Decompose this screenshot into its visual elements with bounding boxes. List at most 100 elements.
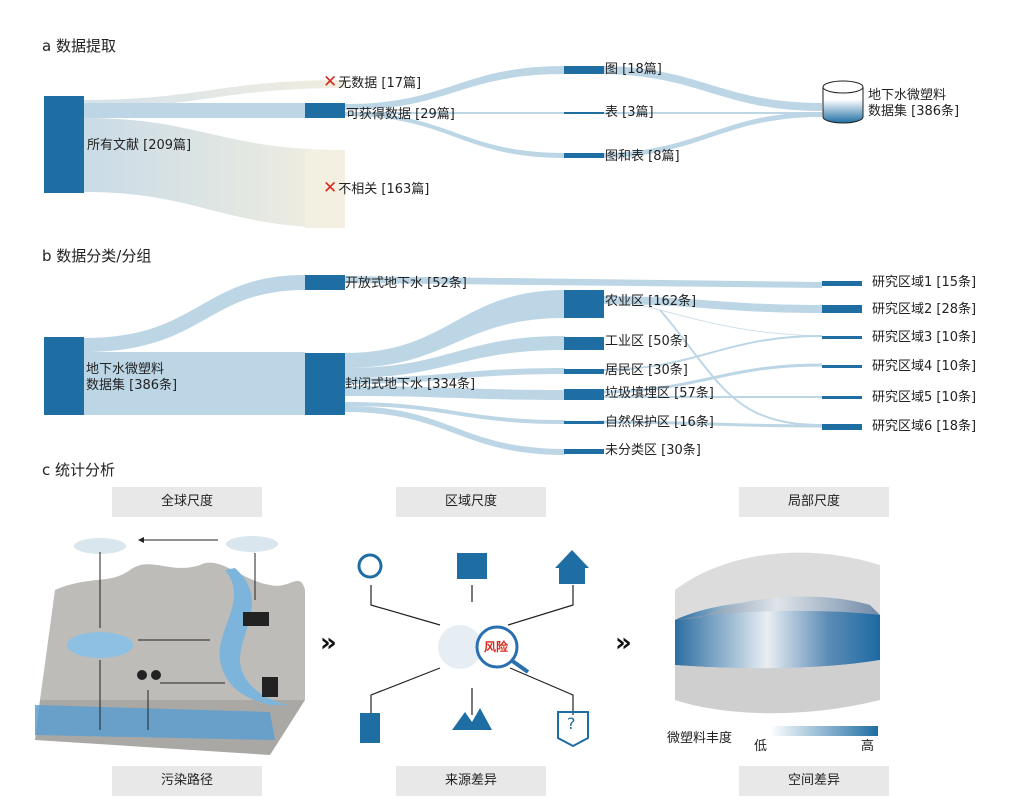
node-study-area-3 (822, 336, 862, 339)
dataset-b-line2: 数据集 [386条] (86, 378, 178, 393)
no-data-text: 无数据 [17篇] (338, 76, 422, 91)
node-study-area-4 (822, 365, 862, 368)
regional-source-arrows (370, 585, 574, 715)
global-scale-label: 全球尺度 (112, 487, 262, 517)
source-icons (357, 550, 589, 748)
database-icon (822, 80, 864, 124)
node-figure-and-table (564, 153, 604, 158)
question-mark-glyph: ? (567, 714, 576, 733)
flow-closed (84, 352, 305, 415)
label-landfill: 垃圾填埋区 [57条] (605, 386, 714, 401)
label-study-area-4: 研究区域4 [10条] (872, 359, 977, 374)
flow-closed-ind (345, 336, 565, 378)
factory-icon (243, 612, 269, 626)
abundance-legend-bar (770, 726, 878, 736)
agriculture-icon (357, 553, 383, 579)
node-dataset (44, 337, 84, 415)
label-study-area-5: 研究区域5 [10条] (872, 390, 977, 405)
flow-available (84, 103, 305, 118)
node-table (564, 112, 604, 114)
node-unclassified (564, 449, 604, 454)
node-residential (564, 369, 604, 374)
flow-land-area4 (597, 363, 823, 394)
irrelevant-text: 不相关 [163篇] (338, 182, 430, 197)
label-irrelevant: ✕不相关 [163篇] (323, 180, 429, 198)
flow-agri-area6 (659, 309, 823, 426)
flows-a (84, 66, 822, 228)
label-dataset-b: 地下水微塑料数据集 [386条] (86, 362, 177, 394)
global-pollution-illustration (35, 536, 305, 755)
spatial-difference-caption: 空间差异 (739, 766, 889, 796)
dataset-a-line1: 地下水微塑料 (868, 88, 947, 103)
chevron-right-icon: » (320, 628, 337, 658)
risk-label: 风险 (484, 640, 509, 654)
section-a-title: a 数据提取 (42, 37, 116, 55)
cloud-icon (74, 538, 126, 554)
flows-b (84, 275, 823, 455)
trash-icon (360, 713, 380, 743)
node-open-groundwater (305, 275, 345, 290)
excluded-box-irrelevant (305, 150, 345, 228)
label-agricultural: 农业区 [162条] (605, 294, 697, 309)
legend-low: 低 (754, 739, 768, 754)
node-figure (564, 66, 604, 74)
node-study-area-6 (822, 424, 862, 430)
label-open-groundwater: 开放式地下水 [52条] (345, 276, 467, 291)
label-unclassified: 未分类区 [30条] (605, 443, 701, 458)
node-study-area-5 (822, 396, 862, 399)
chevron-right-icon: » (615, 628, 632, 658)
node-available-data (305, 103, 345, 118)
flow-irrelevant (84, 118, 345, 228)
flow-figtab-out (598, 112, 822, 158)
flow-fig-table (345, 112, 565, 158)
building-icon (262, 677, 278, 697)
flow-agri-area2 (598, 296, 822, 313)
label-all-literature: 所有文献 [209篇] (87, 138, 192, 153)
label-no-data: ✕无数据 [17篇] (323, 74, 421, 92)
local-scale-label: 局部尺度 (739, 487, 889, 517)
people-icon (137, 670, 147, 680)
label-figure: 图 [18篇] (605, 62, 662, 77)
label-closed-groundwater: 封闭式地下水 [334条] (345, 377, 476, 392)
flow-no-data (84, 80, 345, 108)
section-c-title: c 统计分析 (42, 461, 116, 479)
node-industrial (564, 337, 604, 350)
label-figure-and-table: 图和表 [8篇] (605, 149, 680, 164)
unknown-source-icon (557, 711, 589, 748)
regional-scale-label: 区域尺度 (396, 487, 546, 517)
excluded-x-icon: ✕ (323, 72, 338, 92)
label-study-area-3: 研究区域3 [10条] (872, 330, 977, 345)
flow-closed-land (345, 386, 565, 400)
microplastic-risk-icon (438, 625, 530, 674)
node-closed-groundwater (305, 353, 345, 415)
source-difference-caption: 来源差异 (396, 766, 546, 796)
excluded-x-icon: ✕ (323, 178, 338, 198)
flow-nat-area6 (597, 420, 823, 428)
node-study-area-1 (822, 281, 862, 286)
node-landfill (564, 389, 604, 400)
label-study-area-2: 研究区域2 [28条] (872, 302, 977, 317)
label-study-area-1: 研究区域1 [15条] (872, 275, 977, 290)
pollution-path-caption: 污染路径 (112, 766, 262, 796)
label-table: 表 [3篇] (605, 105, 654, 120)
flow-fig-out (598, 66, 822, 111)
node-study-area-2 (822, 305, 862, 313)
node-nature-reserve (564, 421, 604, 424)
legend-title: 微塑料丰度 (667, 731, 733, 746)
section-b-title: b 数据分类/分组 (42, 247, 152, 265)
flow-open (84, 275, 305, 352)
label-residential: 居民区 [30条] (605, 363, 688, 378)
flow-closed-res (345, 368, 565, 384)
node-agricultural (564, 290, 604, 318)
flow-closed-uncl (345, 406, 565, 455)
legend-high: 高 (861, 739, 875, 754)
label-dataset-a: 地下水微塑料数据集 [386条] (868, 88, 959, 120)
dataset-b-line1: 地下水微塑料 (86, 362, 165, 377)
dataset-a-line2: 数据集 [386条] (868, 104, 960, 119)
label-study-area-6: 研究区域6 [18条] (872, 419, 977, 434)
flow-closed-nat (345, 402, 565, 424)
label-nature-reserve: 自然保护区 [16条] (605, 415, 714, 430)
industry-icon (457, 553, 487, 579)
flow-res-area3 (597, 335, 823, 371)
